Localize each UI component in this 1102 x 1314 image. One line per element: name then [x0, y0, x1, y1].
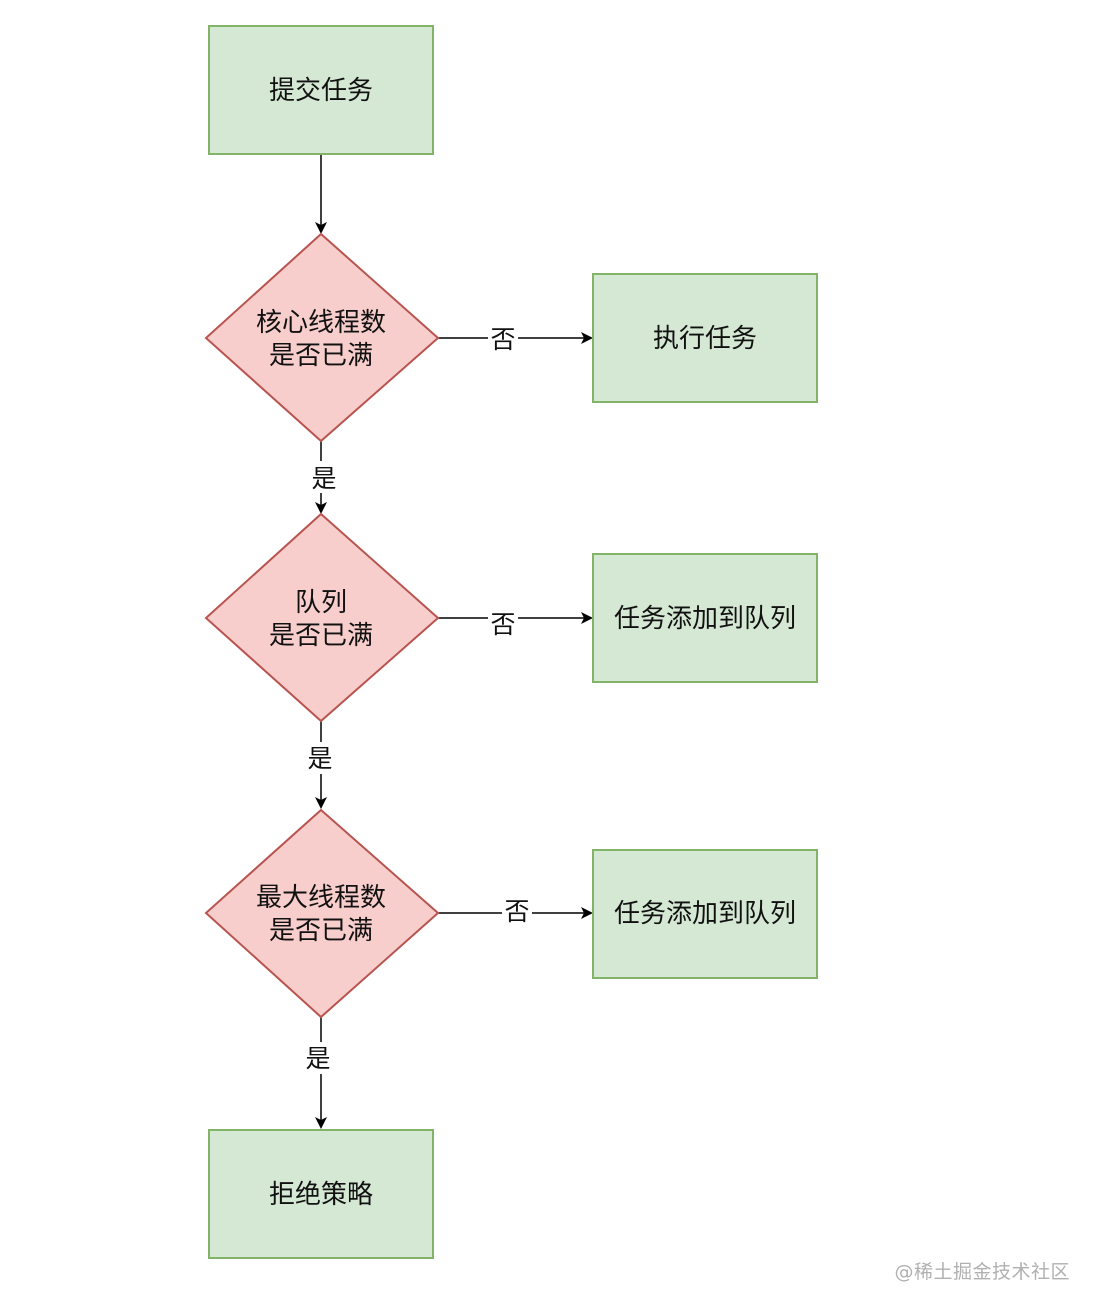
edge-label-no: 否 [490, 610, 515, 639]
node-reject-policy: 拒绝策略 [208, 1129, 434, 1259]
decision-core-full-line2: 是否已满 [269, 341, 373, 371]
node-submit-task-label: 提交任务 [269, 76, 373, 106]
decision-queue-full-line2: 是否已满 [269, 621, 373, 651]
node-reject-policy-label: 拒绝策略 [269, 1180, 373, 1210]
edge-label-yes: 是 [311, 464, 336, 493]
edge-label-no: 否 [490, 325, 515, 354]
node-add-to-queue-1: 任务添加到队列 [592, 553, 818, 683]
decision-core-full: 核心线程数 是否已满 [204, 232, 440, 443]
decision-max-full-line1: 最大线程数 [256, 883, 386, 913]
decision-queue-full-line1: 队列 [295, 588, 347, 618]
edge-labels: 否 是 否 是 否 是 [302, 324, 532, 1074]
node-add-to-queue-2: 任务添加到队列 [592, 849, 818, 979]
edge-label-no: 否 [504, 897, 529, 926]
edge-label-yes: 是 [307, 744, 332, 773]
watermark-text: @稀土掘金技术社区 [894, 1261, 1070, 1283]
decision-max-full-line2: 是否已满 [269, 916, 373, 946]
decision-queue-full: 队列 是否已满 [204, 512, 440, 723]
node-execute-task-label: 执行任务 [653, 324, 757, 354]
decision-core-full-line1: 核心线程数 [256, 308, 386, 338]
decision-max-full: 最大线程数 是否已满 [204, 808, 440, 1019]
edge-label-yes: 是 [305, 1044, 330, 1073]
node-execute-task: 执行任务 [592, 273, 818, 403]
node-add-to-queue-2-label: 任务添加到队列 [614, 899, 796, 929]
node-add-to-queue-1-label: 任务添加到队列 [614, 604, 796, 634]
node-submit-task: 提交任务 [208, 25, 434, 155]
